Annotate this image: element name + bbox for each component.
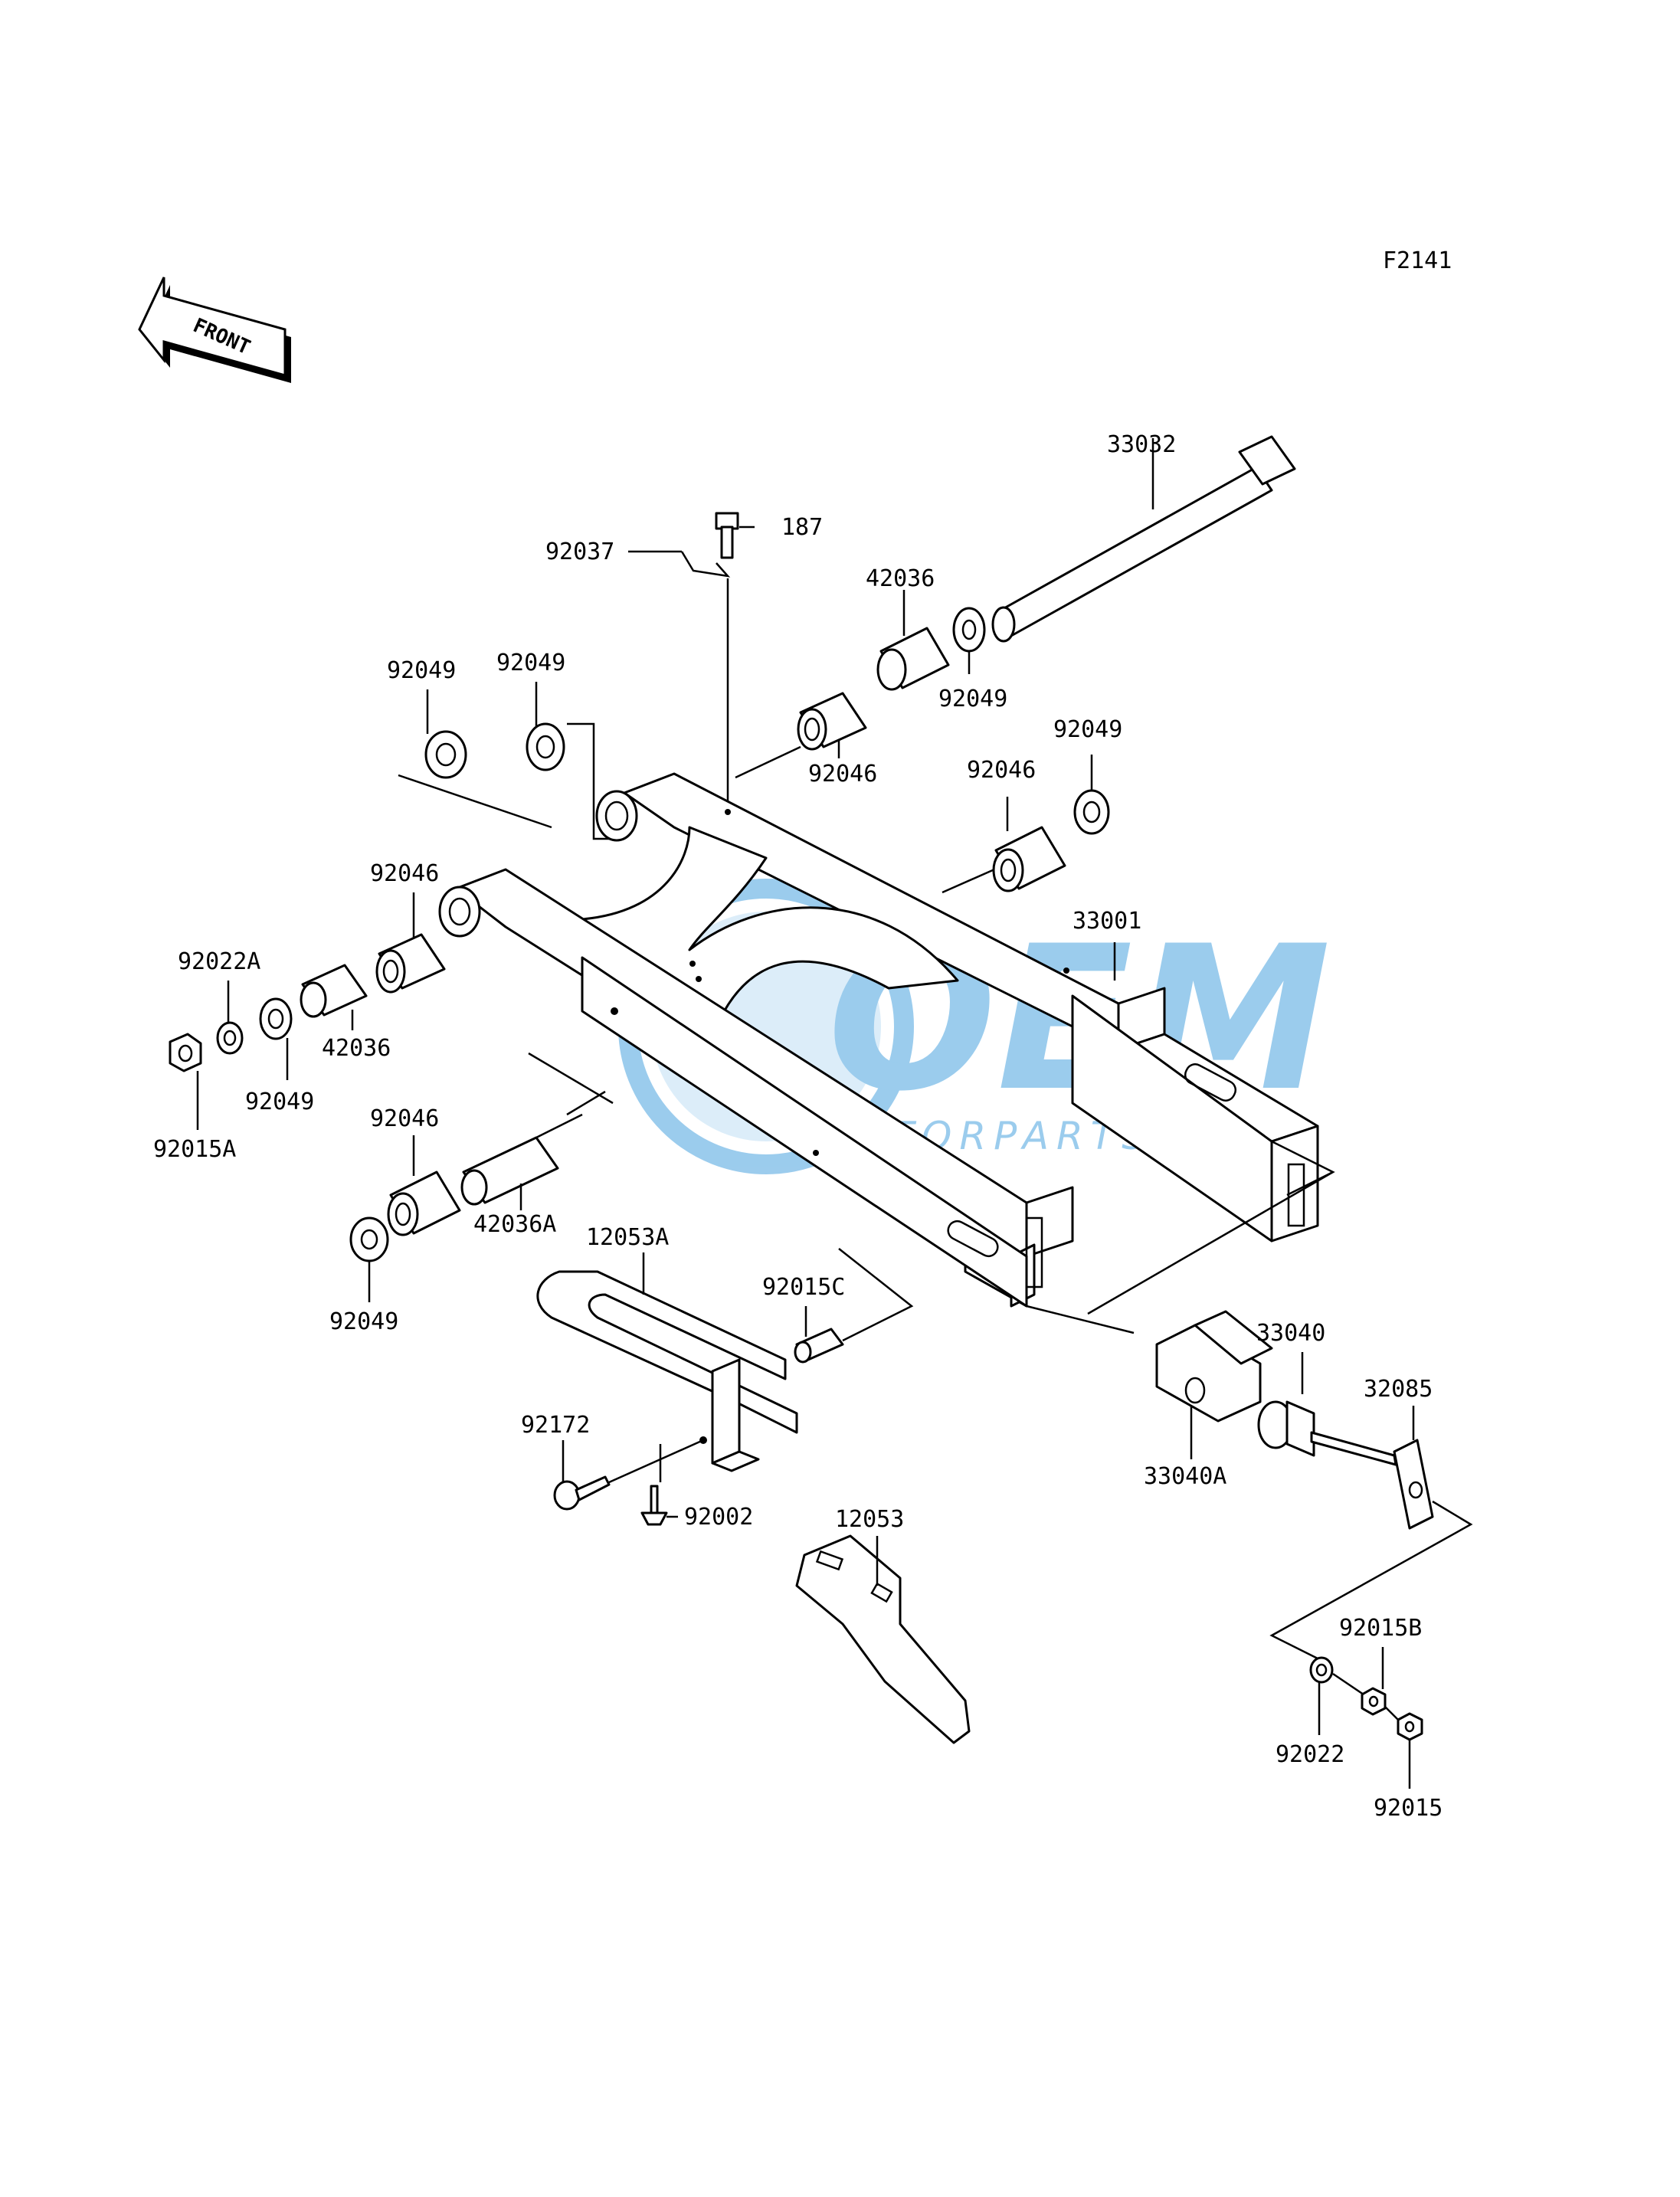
label-42036-top: 42036: [866, 565, 935, 592]
washer-92049-c: [1073, 789, 1110, 835]
label-92015: 92015: [1374, 1795, 1443, 1822]
diagram-code: F2141: [1383, 247, 1452, 274]
label-92022: 92022: [1276, 1741, 1344, 1768]
washer-92049-lower: [349, 1216, 389, 1262]
label-92049-lower: 92049: [329, 1308, 398, 1335]
washer-92049-left: [259, 997, 293, 1040]
collar-42036-left: [300, 964, 368, 1018]
label-92172: 92172: [521, 1412, 590, 1439]
adjuster-plate-32085: [1393, 1439, 1434, 1530]
label-92046-right: 92046: [967, 757, 1036, 784]
chain-slider-12053A: [536, 1270, 798, 1472]
label-92049-c: 92049: [1053, 716, 1122, 743]
front-arrow-icon: FRONT: [138, 277, 291, 383]
bearing-92046-top: [797, 692, 867, 751]
swingarm-33001-part: [438, 772, 1319, 1308]
label-187: 187: [781, 514, 823, 541]
washer-92049-top-right: [952, 607, 986, 653]
screw-92172: [553, 1475, 611, 1511]
label-92046-top: 92046: [808, 761, 877, 787]
label-92049-left: 92049: [245, 1089, 314, 1115]
label-92037: 92037: [545, 539, 614, 565]
collar-42036A: [460, 1136, 559, 1206]
label-33040A: 33040A: [1144, 1463, 1226, 1490]
label-92049-b: 92049: [496, 650, 565, 676]
bearing-92046-lower: [387, 1171, 461, 1236]
label-12053A: 12053A: [586, 1224, 669, 1251]
label-42036A: 42036A: [473, 1211, 556, 1238]
clamp-92037-part: [680, 551, 731, 578]
label-92049-a: 92049: [387, 657, 456, 684]
collar-92015C: [794, 1328, 844, 1364]
label-33001: 33001: [1073, 908, 1141, 935]
label-92046-lower: 92046: [370, 1105, 439, 1132]
bolt-187-part: [715, 512, 739, 559]
pivot-shaft-part: [991, 435, 1296, 643]
nut-92015A: [169, 1033, 202, 1072]
label-92046-left: 92046: [370, 860, 439, 887]
washer-92022: [1309, 1656, 1334, 1684]
label-92015B: 92015B: [1339, 1615, 1422, 1642]
label-12053: 12053: [835, 1506, 904, 1533]
washer-92049-a: [424, 730, 467, 779]
adjuster-stop-33040A: [1155, 1310, 1273, 1423]
washer-92022A: [216, 1021, 244, 1055]
label-33040: 33040: [1256, 1320, 1325, 1347]
label-92022A: 92022A: [178, 948, 260, 975]
collar-42036-right: [876, 627, 950, 691]
washer-92049-b: [526, 722, 565, 771]
label-32085: 32085: [1364, 1376, 1433, 1403]
bearing-92046-right: [992, 826, 1066, 892]
label-92015A: 92015A: [153, 1136, 236, 1163]
label-42036-left: 42036: [322, 1035, 391, 1062]
chain-guide-12053: [795, 1534, 971, 1744]
label-33032: 33032: [1107, 431, 1176, 458]
bearing-92046-left: [375, 933, 446, 994]
label-92015C: 92015C: [762, 1274, 845, 1301]
screw-92002: [640, 1485, 668, 1526]
label-92002: 92002: [684, 1504, 753, 1531]
label-92049-top-right: 92049: [938, 686, 1007, 712]
chain-adjuster-33040: [1257, 1400, 1397, 1466]
nut-92015B: [1361, 1687, 1387, 1716]
nut-92015: [1397, 1712, 1423, 1741]
